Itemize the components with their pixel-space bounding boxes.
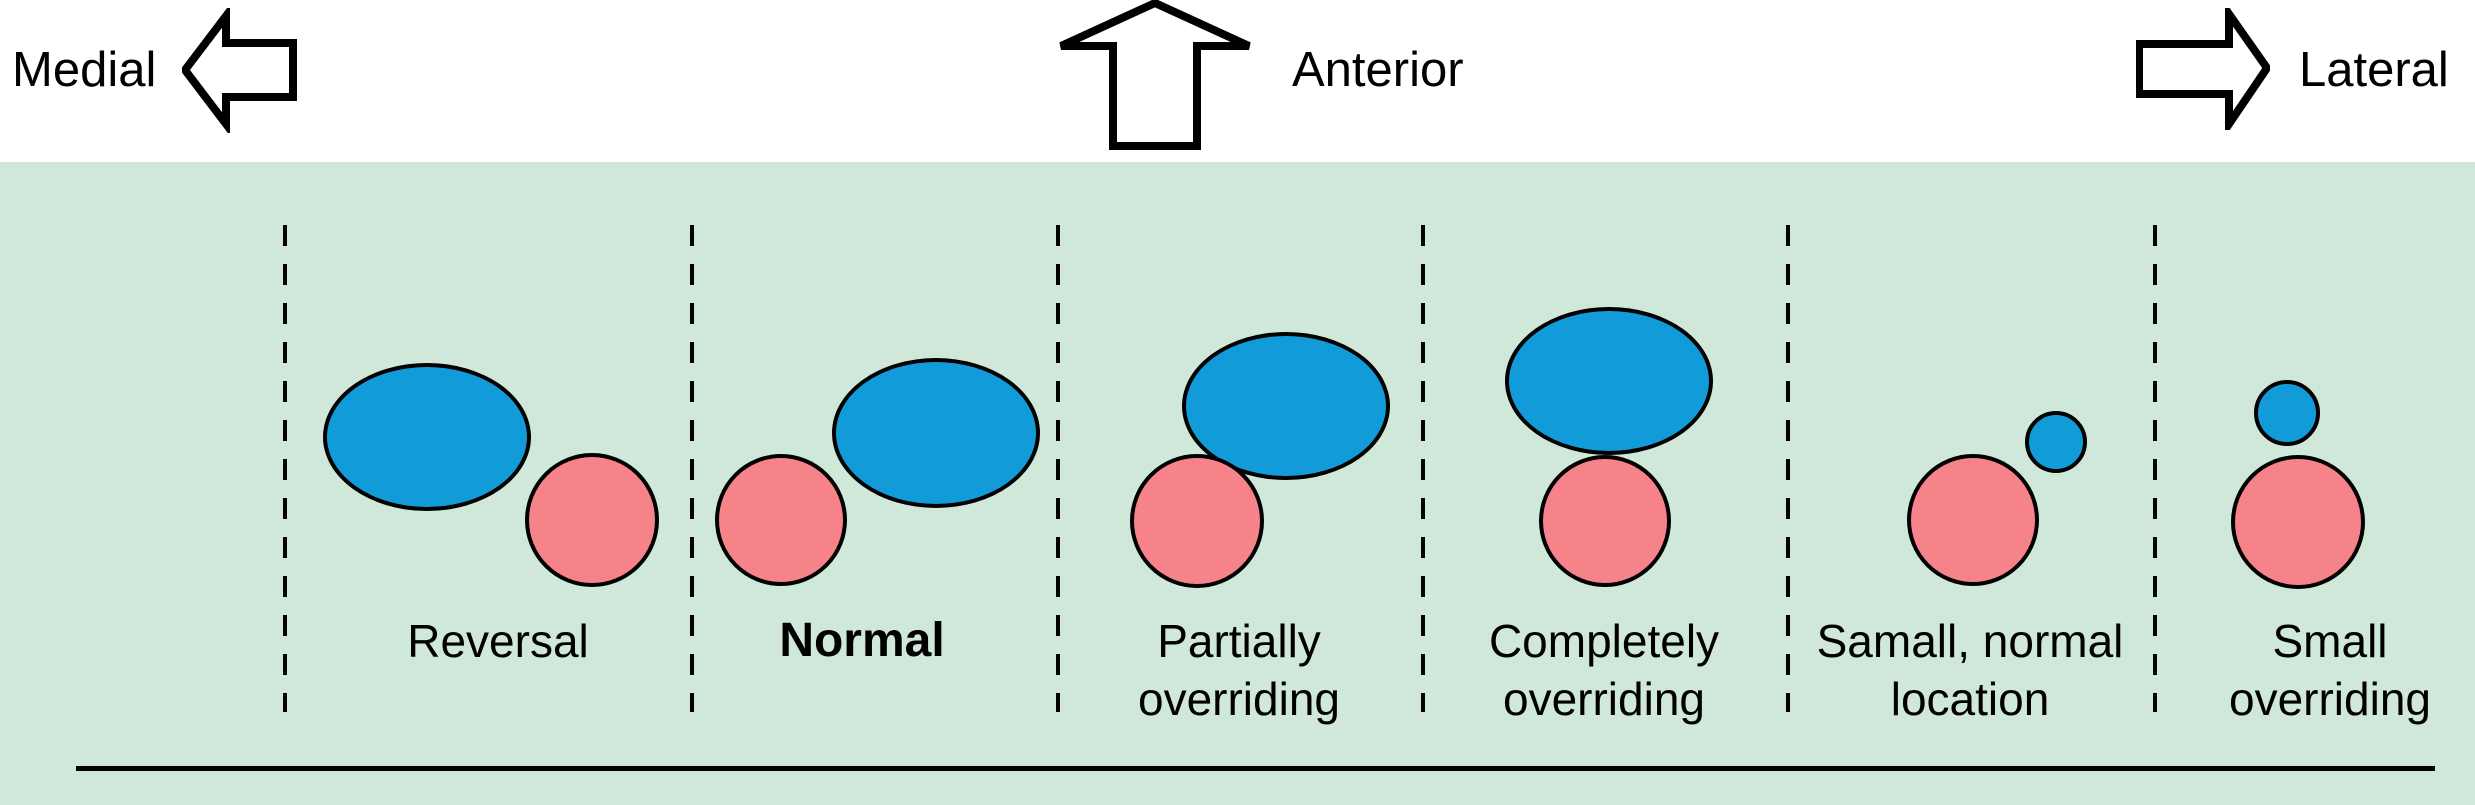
panel-label-4: Completely overriding: [1488, 615, 1720, 725]
baseline-rule: [76, 766, 2435, 771]
vessel-pink: [2231, 455, 2365, 589]
vessel-blue: [2254, 380, 2320, 446]
panel-divider-5: [1786, 225, 1790, 712]
panel-label-6: Small overriding: [2229, 615, 2431, 725]
panel-divider-4: [1421, 225, 1425, 712]
up-arrow-icon: [1059, 0, 1251, 150]
vessel-blue: [1182, 332, 1390, 480]
panel-divider-1: [283, 225, 287, 712]
left-arrow-icon: [182, 8, 297, 133]
medial-label: Medial: [12, 43, 157, 97]
vessel-blue: [2025, 411, 2087, 473]
panel-divider-3: [1056, 225, 1060, 712]
anterior-label: Anterior: [1292, 43, 1464, 97]
vessel-pink: [1130, 454, 1264, 588]
vessel-pink: [1539, 455, 1671, 587]
lateral-label: Lateral: [2299, 43, 2449, 97]
panel-label-2: Normal: [779, 614, 945, 667]
vessel-blue: [832, 358, 1040, 508]
panel-label-5: Samall, normal location: [1816, 615, 2124, 725]
vessel-blue: [1505, 307, 1713, 455]
panel-label-1: Reversal: [407, 615, 589, 667]
vessel-pink: [715, 454, 847, 586]
panel-divider-6: [2153, 225, 2157, 712]
panel-divider-2: [690, 225, 694, 712]
panel-label-3: Partially overriding: [1138, 615, 1340, 725]
vessel-blue: [323, 363, 531, 511]
vessel-pink: [1907, 454, 2039, 586]
right-arrow-icon: [2136, 8, 2270, 130]
vessel-pink: [525, 453, 659, 587]
